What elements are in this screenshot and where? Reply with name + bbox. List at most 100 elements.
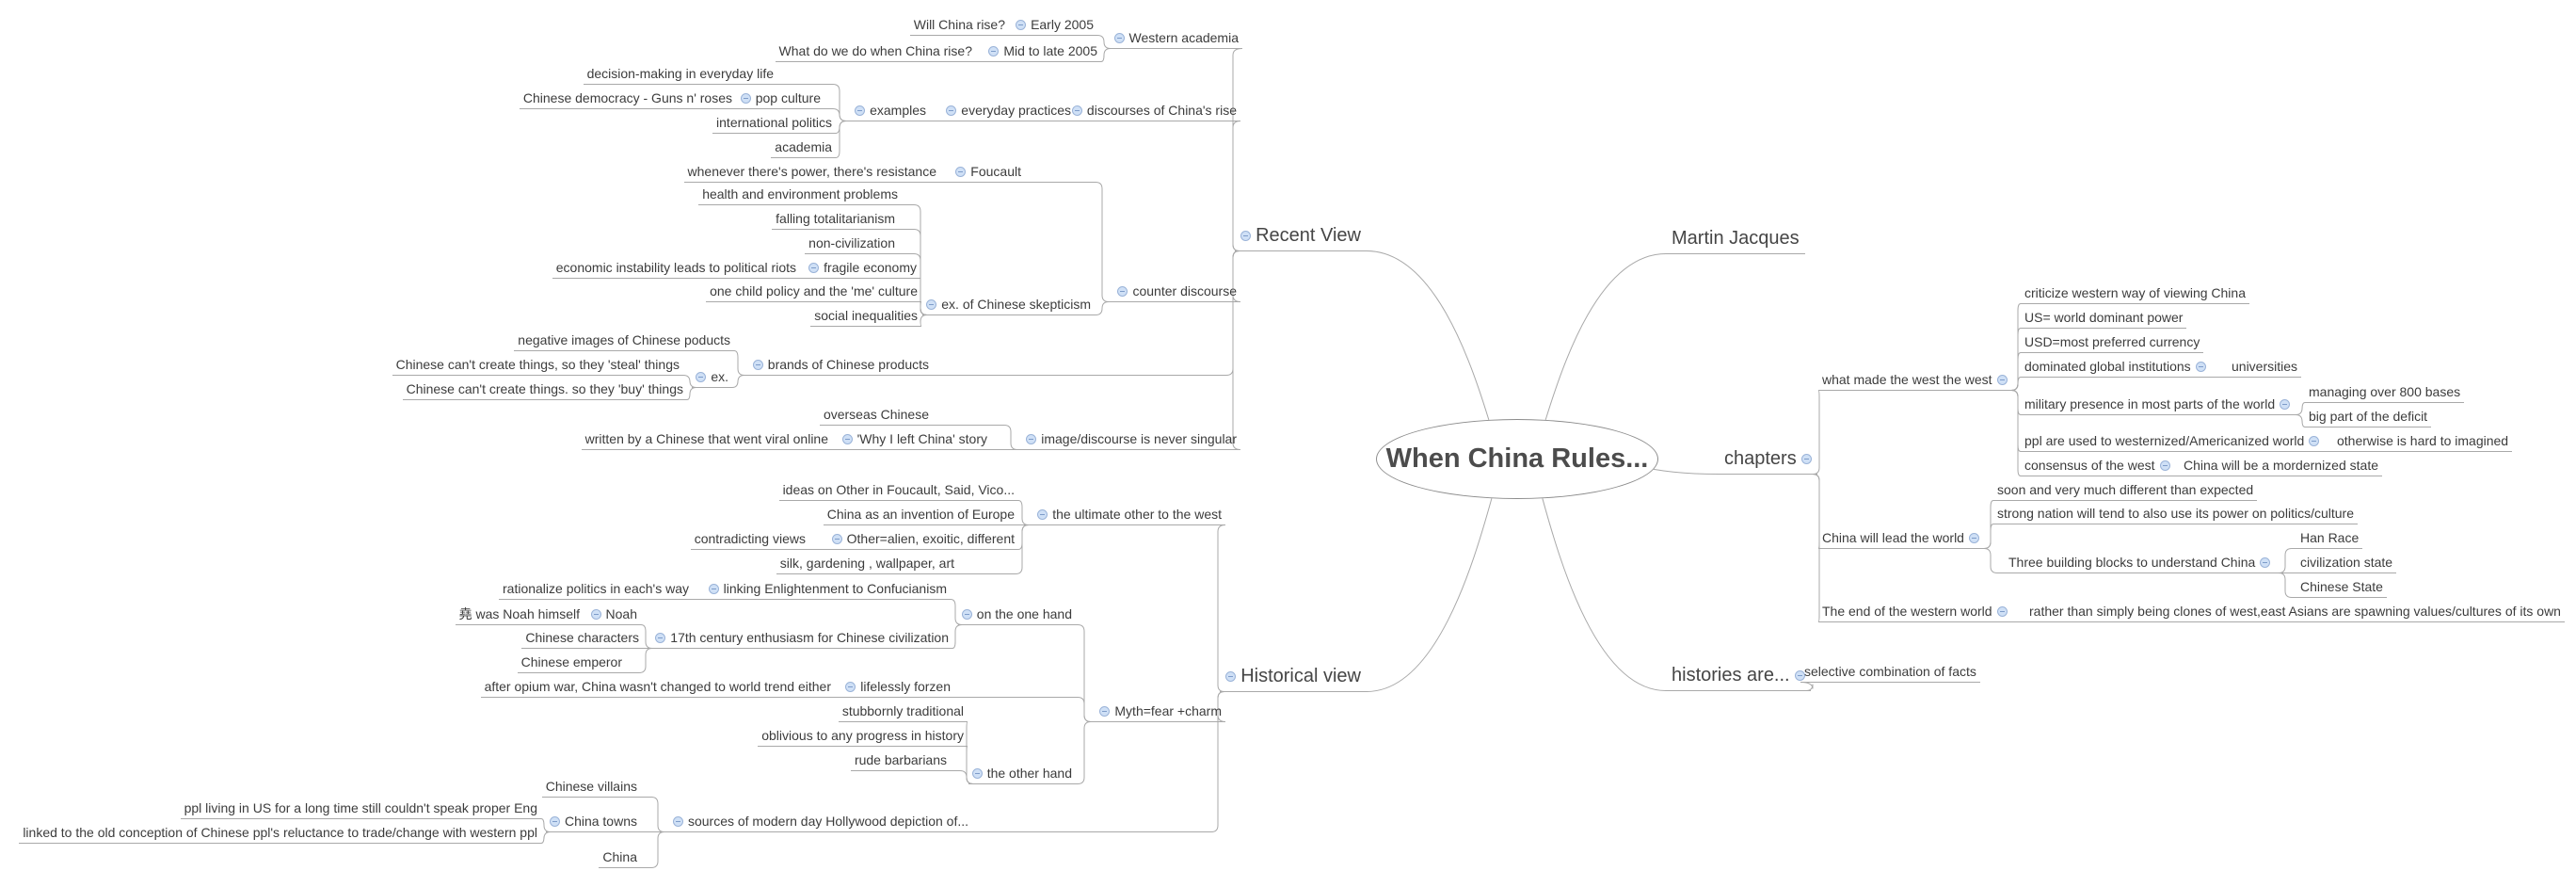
collapse-icon[interactable]: [1996, 605, 2008, 617]
node-three-blocks[interactable]: Three building blocks to understand Chin…: [2005, 554, 2275, 573]
node-linking[interactable]: linking Enlightenment to Confucianism: [704, 580, 951, 600]
collapse-icon[interactable]: [1794, 670, 1805, 681]
collapse-icon[interactable]: [1016, 19, 1027, 30]
node-health-env[interactable]: health and environment problems: [698, 185, 902, 205]
node-overseas[interactable]: overseas Chinese: [819, 406, 933, 426]
collapse-icon[interactable]: [590, 608, 601, 620]
node-mid-late-2005[interactable]: Mid to late 2005: [984, 42, 1101, 62]
node-foucault[interactable]: Foucault: [952, 163, 1025, 183]
node-chinese-skepticism[interactable]: ex. of Chinese skepticism: [922, 296, 1095, 315]
node-lifelessly[interactable]: lifelessly forzen: [841, 678, 954, 698]
node-us-power[interactable]: US= world dominant power: [2021, 309, 2187, 329]
node-social-ineq[interactable]: social inequalities: [810, 307, 921, 327]
node-fragile-econ[interactable]: fragile economy: [805, 259, 920, 279]
node-will-china-rise[interactable]: Will China rise?: [909, 16, 1009, 36]
node-early-2005[interactable]: Early 2005: [1012, 16, 1097, 36]
node-noah[interactable]: Noah: [586, 605, 641, 625]
node-ex[interactable]: ex.: [692, 368, 732, 388]
collapse-icon[interactable]: [841, 433, 853, 444]
node-yao-noah[interactable]: 堯 was Noah himself: [455, 605, 584, 625]
node-linked-old[interactable]: linked to the old conception of Chinese …: [19, 824, 541, 844]
node-modernized[interactable]: China will be a mordernized state: [2180, 457, 2382, 476]
node-usd[interactable]: USD=most preferred currency: [2021, 333, 2204, 353]
node-image-discourse[interactable]: image/discourse is never singular: [1022, 430, 1240, 450]
collapse-icon[interactable]: [2195, 361, 2206, 372]
node-negative-images[interactable]: negative images of Chinese poducts: [514, 331, 734, 351]
node-military[interactable]: military presence in most parts of the w…: [2021, 395, 2295, 415]
collapse-icon[interactable]: [1996, 374, 2008, 385]
node-otherwise[interactable]: otherwise is hard to imagined: [2333, 432, 2513, 452]
node-decision-making[interactable]: decision-making in everyday life: [583, 65, 777, 85]
node-consensus[interactable]: consensus of the west: [2021, 457, 2174, 476]
collapse-icon[interactable]: [1099, 705, 1111, 717]
collapse-icon[interactable]: [926, 298, 937, 310]
node-historical-view[interactable]: Historical view: [1220, 664, 1367, 692]
node-ppl-living[interactable]: ppl living in US for a long time still c…: [180, 799, 541, 819]
node-chinese-democracy[interactable]: Chinese democracy - Guns n' roses: [519, 89, 736, 109]
node-what-do-we-do[interactable]: What do we do when China rise?: [775, 42, 976, 62]
node-on-one-hand[interactable]: on the one hand: [957, 605, 1076, 625]
node-criticize[interactable]: criticize western way of viewing China: [2021, 284, 2249, 304]
collapse-icon[interactable]: [2309, 435, 2320, 446]
node-other-hand[interactable]: the other hand: [968, 765, 1076, 784]
collapse-icon[interactable]: [2280, 398, 2291, 410]
collapse-icon[interactable]: [855, 105, 866, 116]
collapse-icon[interactable]: [549, 815, 560, 827]
node-china[interactable]: China: [599, 848, 641, 868]
node-han-race[interactable]: Han Race: [2296, 529, 2363, 549]
node-chinese-villains[interactable]: Chinese villains: [541, 778, 641, 798]
node-managing[interactable]: managing over 800 bases: [2305, 383, 2465, 403]
collapse-icon[interactable]: [672, 815, 683, 827]
collapse-icon[interactable]: [1240, 231, 1252, 241]
node-discourses[interactable]: discourses of China's rise: [1067, 102, 1240, 121]
node-why-i-left[interactable]: 'Why I left China' story: [838, 430, 991, 450]
collapse-icon[interactable]: [808, 262, 820, 273]
collapse-icon[interactable]: [831, 533, 842, 544]
collapse-icon[interactable]: [961, 608, 972, 620]
collapse-icon[interactable]: [752, 359, 763, 370]
node-end-western[interactable]: The end of the western world: [1818, 603, 2011, 622]
node-oblivious[interactable]: oblivious to any progress in history: [758, 727, 968, 747]
node-enthusiasm[interactable]: 17th century enthusiasm for Chinese civi…: [651, 629, 952, 649]
collapse-icon[interactable]: [1968, 532, 1979, 543]
node-deficit[interactable]: big part of the deficit: [2305, 408, 2432, 427]
node-myth[interactable]: Myth=fear +charm: [1096, 702, 1225, 722]
node-martin-jacques[interactable]: Martin Jacques: [1666, 226, 1805, 254]
node-after-opium[interactable]: after opium war, China wasn't changed to…: [480, 678, 835, 698]
node-dominated[interactable]: dominated global institutions: [2021, 358, 2210, 378]
collapse-icon[interactable]: [2260, 556, 2271, 568]
node-china-invention[interactable]: China as an invention of Europe: [823, 506, 1018, 525]
collapse-icon[interactable]: [971, 767, 983, 779]
node-western-academia[interactable]: Western academia: [1110, 29, 1242, 49]
node-ultimate-other[interactable]: the ultimate other to the west: [1033, 506, 1225, 525]
collapse-icon[interactable]: [946, 105, 957, 116]
node-civ-state[interactable]: civilization state: [2296, 554, 2397, 573]
node-selective[interactable]: selective combination of facts: [1800, 663, 1980, 683]
node-rather-than[interactable]: rather than simply being clones of west,…: [2025, 603, 2565, 622]
node-counter-discourse[interactable]: counter discourse: [1113, 282, 1240, 302]
collapse-icon[interactable]: [1800, 454, 1812, 464]
collapse-icon[interactable]: [696, 371, 707, 382]
node-contradicting[interactable]: contradicting views: [690, 530, 809, 550]
node-examples[interactable]: examples: [851, 102, 930, 121]
node-other-alien[interactable]: Other=alien, exoitic, different: [827, 530, 1018, 550]
node-universities[interactable]: universities: [2228, 358, 2302, 378]
node-intl-politics[interactable]: international politics: [712, 114, 836, 134]
node-brands[interactable]: brands of Chinese products: [748, 356, 933, 376]
node-chinese-emperor[interactable]: Chinese emperor: [517, 653, 626, 673]
node-recent-view[interactable]: Recent View: [1235, 223, 1367, 251]
collapse-icon[interactable]: [955, 166, 967, 177]
node-buy[interactable]: Chinese can't create things. so they 'bu…: [402, 380, 687, 400]
node-written-by[interactable]: written by a Chinese that went viral onl…: [581, 430, 832, 450]
node-academia[interactable]: academia: [771, 138, 836, 158]
collapse-icon[interactable]: [1037, 508, 1048, 520]
node-sources-hollywood[interactable]: sources of modern day Hollywood depictio…: [668, 813, 972, 832]
collapse-icon[interactable]: [988, 45, 1000, 56]
node-rationalize[interactable]: rationalize politics in each's way: [499, 580, 693, 600]
node-econ-instability[interactable]: economic instability leads to political …: [552, 259, 800, 279]
collapse-icon[interactable]: [708, 583, 719, 594]
node-silk[interactable]: silk, gardening , wallpaper, art: [776, 555, 958, 574]
node-steal[interactable]: Chinese can't create things, so they 'st…: [392, 356, 683, 376]
node-chinese-chars[interactable]: Chinese characters: [521, 629, 643, 649]
collapse-icon[interactable]: [1071, 105, 1082, 116]
